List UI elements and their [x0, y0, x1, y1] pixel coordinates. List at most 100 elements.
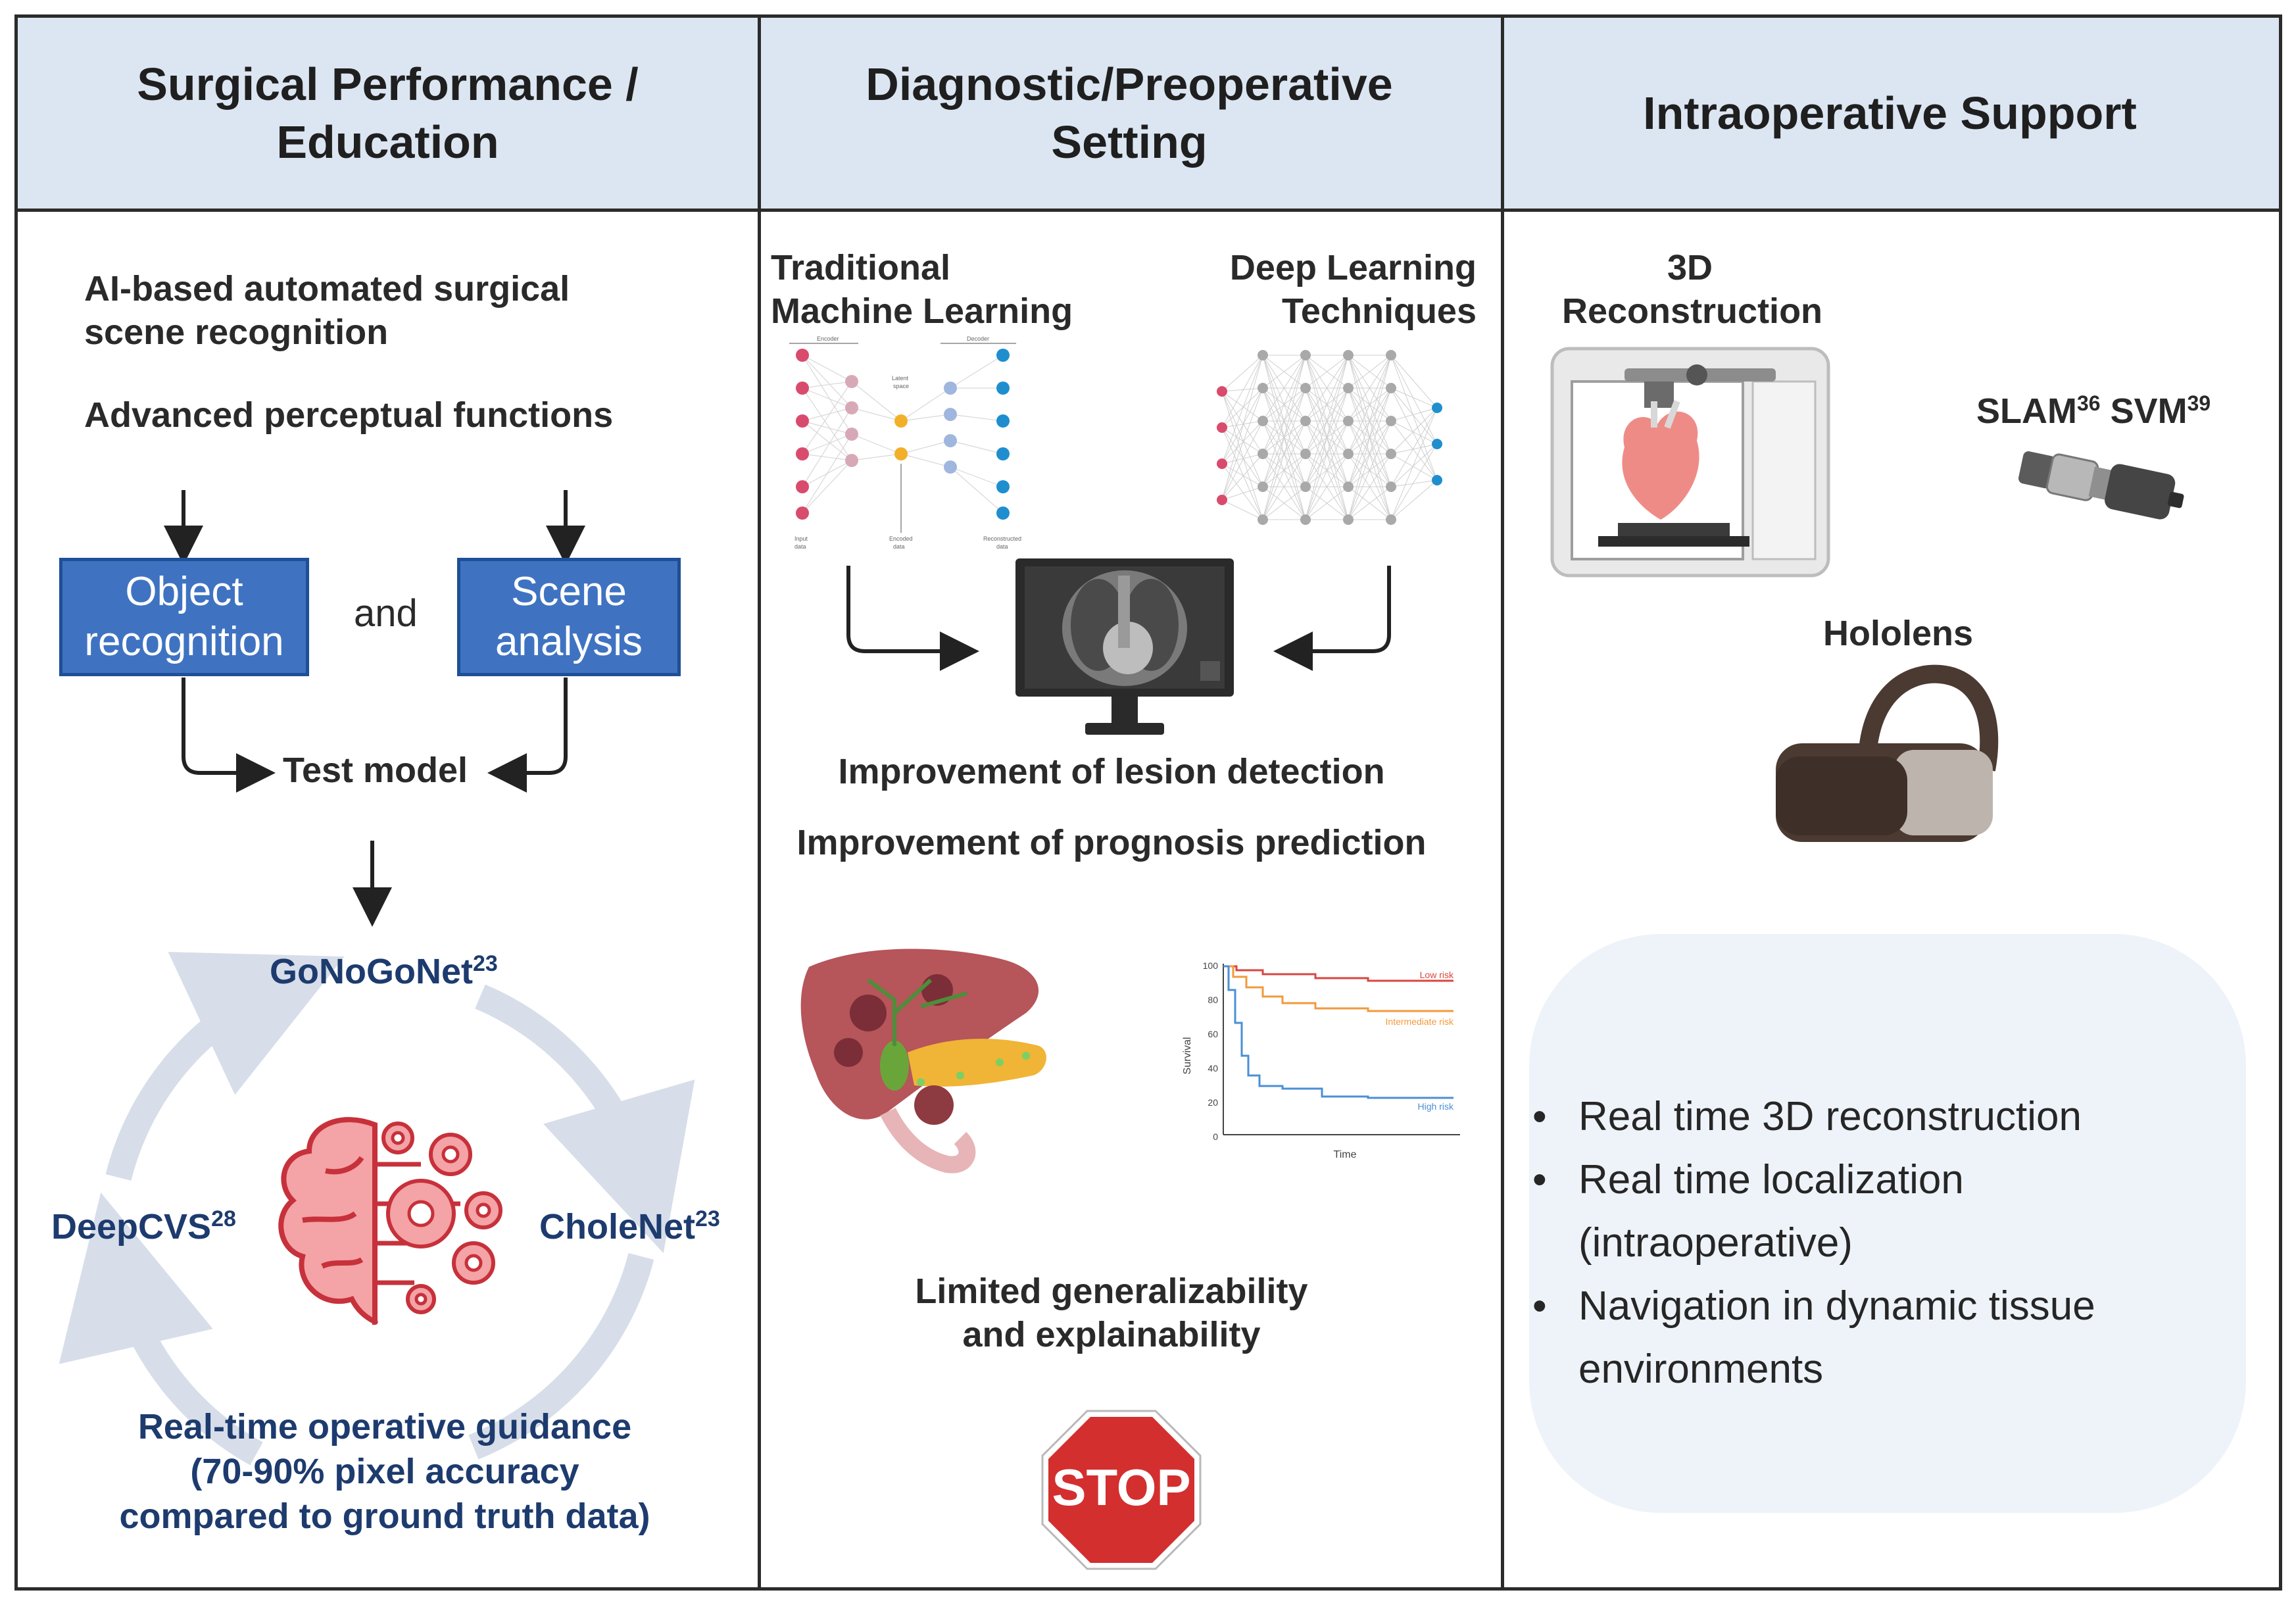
cholenet-ref: 23	[695, 1206, 720, 1231]
object-recognition-line-1: Object	[125, 569, 243, 614]
guidance-line-2: (70-90% pixel accuracy	[190, 1452, 579, 1491]
network-node	[1432, 439, 1442, 449]
intraoperative-bullet-list: Real time 3D reconstruction Real time lo…	[1532, 1085, 2157, 1401]
ytick-60: 60	[1208, 1029, 1218, 1039]
hololens-headset-icon	[1776, 664, 1999, 842]
monitor-xray-icon	[1015, 558, 1234, 735]
deep-network-diagram	[1217, 350, 1442, 525]
stop-text: STOP	[1052, 1458, 1191, 1516]
recon-label-1: Reconstructed	[983, 535, 1021, 542]
guidance-line-3: compared to ground truth data)	[119, 1496, 650, 1536]
network-node	[1386, 416, 1396, 426]
header-surgical-performance: Surgical Performance / Education	[18, 18, 758, 212]
column-title-1: Surgical Performance / Education	[137, 59, 639, 168]
deepcvs-name: DeepCVS	[51, 1207, 212, 1247]
network-node	[1300, 416, 1311, 426]
autoencoder-diagram: Encoder Decoder Latent space Input data …	[789, 335, 1021, 550]
network-node	[1343, 383, 1354, 393]
encoder-label: Encoder	[817, 335, 839, 342]
ytick-40: 40	[1208, 1063, 1218, 1074]
network-node	[1300, 383, 1311, 393]
recon-label-2: data	[996, 543, 1008, 550]
legend-high-risk: High risk	[1418, 1101, 1454, 1112]
prognosis-prediction-text: Improvement of prognosis prediction	[796, 823, 1427, 862]
network-node	[1217, 458, 1227, 469]
recon-label-line-1: 3D	[1667, 248, 1713, 287]
network-node	[1300, 350, 1311, 360]
recon-label-line-2: Reconstruction	[1562, 291, 1823, 331]
network-node	[1258, 449, 1268, 459]
scene-analysis-line-1: Scene	[511, 569, 627, 614]
network-node	[1386, 383, 1396, 393]
column-divider-1	[758, 18, 761, 1587]
network-node	[1343, 514, 1354, 525]
ai-recognition-line-2: scene recognition	[84, 312, 389, 352]
encoded-label-2: data	[893, 543, 905, 550]
ai-recognition-line-1: AI-based automated surgical	[84, 269, 570, 309]
decoder-label: Decoder	[967, 335, 989, 342]
input-label-1: Input	[794, 535, 808, 542]
limited-line-1: Limited generalizability	[915, 1272, 1308, 1311]
network-node	[1217, 386, 1227, 397]
network-node	[1432, 475, 1442, 485]
perceptual-functions-text: Advanced perceptual functions	[84, 395, 614, 435]
network-node	[1386, 449, 1396, 459]
liver-pancreas-icon	[800, 949, 1046, 1173]
column-title-2: Diagnostic/Preoperative Setting	[866, 59, 1393, 168]
camera-scope-icon	[2018, 451, 2184, 520]
legend-low-risk: Low risk	[1420, 970, 1454, 980]
network-node	[1386, 350, 1396, 360]
network-node	[1386, 482, 1396, 492]
column-title-3: Intraoperative Support	[1643, 87, 2137, 139]
svm-name: SVM	[2110, 391, 2187, 431]
network-node	[1343, 350, 1354, 360]
brain-gears-icon	[278, 1117, 502, 1325]
test-model-text: Test model	[283, 751, 468, 790]
network-node	[1343, 482, 1354, 492]
network-node	[1258, 416, 1268, 426]
stop-sign-icon: STOP	[1041, 1410, 1202, 1570]
ytick-80: 80	[1208, 995, 1218, 1005]
scene-analysis-line-2: analysis	[495, 619, 643, 664]
network-node	[1258, 350, 1268, 360]
survival-xlabel: Time	[1334, 1149, 1357, 1160]
header-diagnostic: Diagnostic/Preoperative Setting	[758, 18, 1501, 212]
network-node	[1300, 514, 1311, 525]
network-node	[1343, 449, 1354, 459]
slam-ref: 36	[2076, 391, 2101, 415]
network-node	[1386, 514, 1396, 525]
deep-learning-line-1: Deep Learning	[1229, 248, 1477, 287]
column-divider-2	[1501, 18, 1504, 1587]
network-node	[1432, 403, 1442, 413]
network-node	[1258, 383, 1268, 393]
object-recognition-line-2: recognition	[84, 619, 284, 664]
ytick-0: 0	[1213, 1131, 1218, 1142]
deepcvs-label: DeepCVS28	[51, 1197, 236, 1248]
bullet-item: Navigation in dynamic tissue environment…	[1532, 1275, 2157, 1401]
network-node	[1217, 495, 1227, 505]
network-node	[1258, 514, 1268, 525]
input-label-2: data	[794, 543, 806, 550]
gonogonet-name: GoNoGoNet	[270, 952, 473, 991]
and-text: and	[354, 592, 418, 635]
traditional-ml-line-1: Traditional	[771, 248, 951, 287]
cholenet-label: CholeNet23	[539, 1197, 720, 1248]
latent-label-1: Latent	[892, 375, 909, 382]
ytick-100: 100	[1203, 960, 1219, 971]
legend-intermediate-risk: Intermediate risk	[1386, 1016, 1454, 1027]
latent-label-2: space	[893, 383, 909, 389]
figure-frame: Surgical Performance / Education Diagnos…	[14, 14, 2282, 1591]
network-node	[1343, 416, 1354, 426]
lesion-detection-text: Improvement of lesion detection	[838, 752, 1385, 791]
ytick-20: 20	[1208, 1097, 1218, 1108]
survival-chart: 100 80 60 40 20 0 Survival Time Low risk…	[1182, 960, 1460, 1160]
svm-ref: 39	[2187, 391, 2211, 415]
limited-line-2: and explainability	[962, 1315, 1261, 1354]
slam-name: SLAM	[1976, 391, 2077, 431]
header-intraoperative: Intraoperative Support	[1501, 18, 2279, 212]
hololens-label: Hololens	[1823, 614, 1974, 653]
series-low-risk	[1223, 965, 1453, 982]
deepcvs-ref: 28	[211, 1206, 236, 1231]
